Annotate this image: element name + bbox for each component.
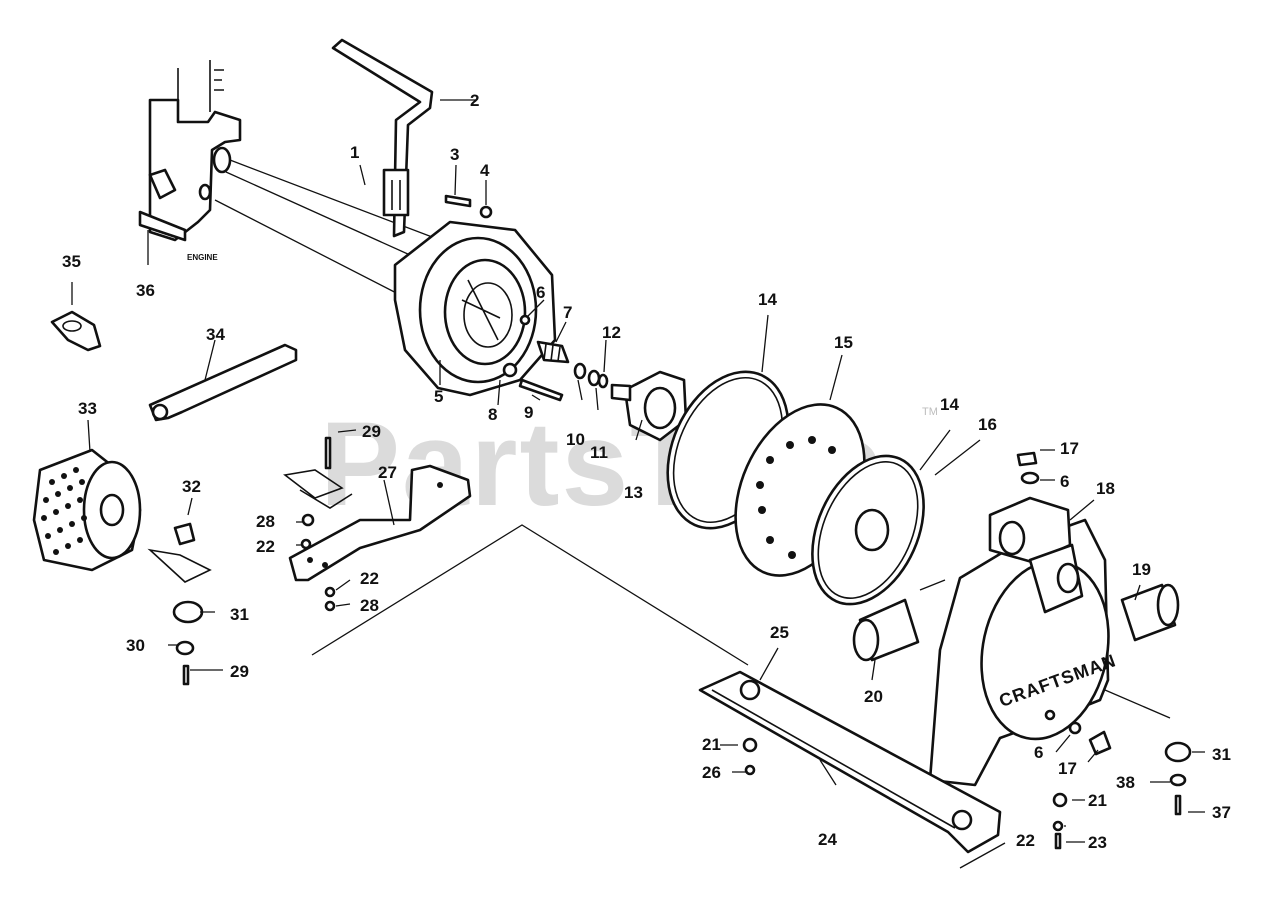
leader-lines: [71, 99, 1205, 843]
hardware-fasteners: [147, 436, 1192, 850]
callout-20: 20: [864, 687, 883, 706]
callout-15: 15: [834, 333, 853, 352]
callout-26: 26: [702, 763, 721, 782]
strainer: [32, 448, 142, 572]
callout-12: 12: [602, 323, 621, 342]
callout-6c: 6: [1034, 743, 1043, 762]
callout-22b: 22: [360, 569, 379, 588]
mount-bracket: [283, 464, 472, 582]
callout-7: 7: [563, 303, 572, 322]
callout-31a: 31: [230, 605, 249, 624]
gasket-14b: [811, 454, 925, 606]
callout-34: 34: [206, 325, 225, 344]
callout-36: 36: [136, 281, 155, 300]
callout-2: 2: [470, 91, 479, 110]
callout-24: 24: [818, 830, 837, 849]
callout-38: 38: [1116, 773, 1135, 792]
callout-37: 37: [1212, 803, 1231, 822]
crank-handle: [331, 38, 434, 238]
callout-17a: 17: [1060, 439, 1079, 458]
callout-6: 6: [536, 283, 545, 302]
callout-23: 23: [1088, 833, 1107, 852]
callout-1: 1: [350, 143, 359, 162]
callout-16: 16: [978, 415, 997, 434]
base-rail: [698, 670, 1002, 854]
pump-body: CRAFTSMAN: [928, 451, 1119, 787]
callout-11: 11: [590, 443, 608, 462]
callout-30: 30: [126, 636, 145, 655]
callout-13: 13: [624, 483, 643, 502]
callout-8: 8: [488, 405, 497, 424]
engine-label: ENGINE: [187, 253, 218, 262]
engine-block: ENGINE: [138, 60, 242, 262]
pump-housing: [393, 220, 557, 397]
callout-28a: 28: [256, 512, 275, 531]
callout-14b: 14: [940, 395, 959, 414]
callout-21a: 21: [702, 735, 721, 754]
callout-18: 18: [1096, 479, 1115, 498]
callout-22c: 22: [1016, 831, 1035, 850]
callout-5: 5: [434, 387, 443, 406]
callout-numbers: 1 2 3 4 5 6 7 8 9 10 11 12 13 14 14 15 1…: [62, 91, 1231, 852]
callout-3: 3: [450, 145, 459, 164]
callout-17b: 17: [1058, 759, 1077, 778]
callout-21b: 21: [1088, 791, 1107, 810]
callout-22a: 22: [256, 537, 275, 556]
callout-25: 25: [770, 623, 789, 642]
callout-29a: 29: [362, 422, 381, 441]
watermark-trademark: TM: [922, 406, 938, 418]
callout-9: 9: [524, 403, 533, 422]
callout-29b: 29: [230, 662, 249, 681]
callout-35: 35: [62, 252, 81, 271]
callout-19: 19: [1132, 560, 1151, 579]
callout-14a: 14: [758, 290, 777, 309]
callout-4: 4: [480, 161, 490, 180]
callout-28b: 28: [360, 596, 379, 615]
hardware-small: [444, 194, 609, 402]
lever-34: [148, 343, 298, 422]
callout-31b: 31: [1212, 745, 1231, 764]
callout-6b: 6: [1060, 472, 1069, 491]
part-35: [50, 310, 102, 352]
callout-27: 27: [378, 463, 397, 482]
callout-32: 32: [182, 477, 201, 496]
callout-33: 33: [78, 399, 97, 418]
impeller: [610, 370, 688, 442]
callout-10: 10: [566, 430, 585, 449]
